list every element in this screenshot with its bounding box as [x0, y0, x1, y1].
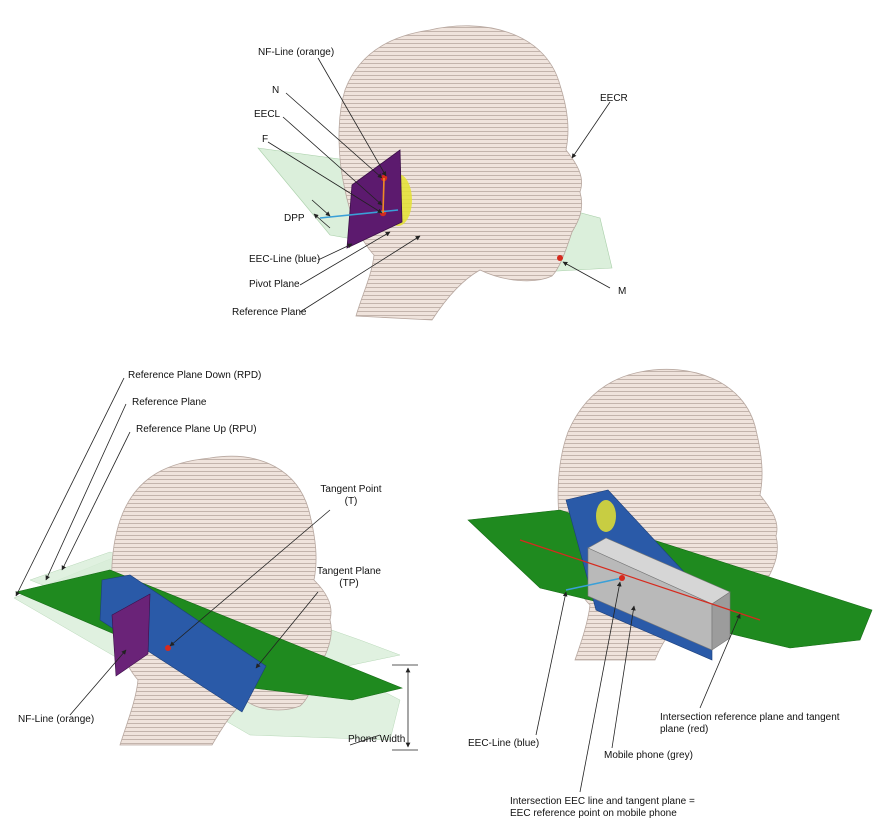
label-mobile-phone: Mobile phone (grey): [604, 750, 693, 762]
label-reference-plane-top: Reference Plane: [232, 307, 307, 319]
label-eecr: EECR: [600, 93, 628, 105]
label-eec-line-top: EEC-Line (blue): [249, 254, 320, 266]
label-dpp: DPP: [284, 213, 305, 225]
leader-eecr: [572, 102, 610, 158]
label-tangent-plane: Tangent Plane (TP): [304, 566, 394, 590]
leader-eec-line-right: [536, 592, 566, 735]
leader-nf-line-left: [70, 650, 126, 715]
right-eec-point: [619, 575, 625, 581]
label-rpu: Reference Plane Up (RPU): [136, 424, 257, 436]
label-phone-width: Phone Width: [348, 734, 405, 746]
label-reference-plane-left: Reference Plane: [132, 397, 207, 409]
top-nf-line: [383, 178, 384, 213]
top-panel: [258, 26, 612, 320]
label-nf-line-left: NF-Line (orange): [18, 714, 94, 726]
label-rpd: Reference Plane Down (RPD): [128, 370, 261, 382]
label-nf-line-top: NF-Line (orange): [258, 47, 334, 59]
label-tangent-point-abbr: (T): [306, 496, 396, 508]
label-tangent-plane-abbr: (TP): [304, 578, 394, 590]
label-eecl: EECL: [254, 109, 280, 121]
label-tangent-point-text: Tangent Point: [306, 484, 396, 496]
top-point-m: [557, 255, 563, 261]
label-m: M: [618, 286, 626, 298]
label-pivot-plane: Pivot Plane: [249, 279, 300, 291]
label-f: F: [262, 134, 268, 146]
label-intersection-ref-tangent: Intersection reference plane and tangent…: [660, 712, 860, 736]
label-tangent-point: Tangent Point (T): [306, 484, 396, 508]
label-intersection-eec-line1: Intersection EEC line and tangent plane …: [510, 796, 695, 808]
label-intersection-eec-line2: EEC reference point on mobile phone: [510, 808, 677, 820]
label-tangent-plane-text: Tangent Plane: [304, 566, 394, 578]
label-eec-line-right: EEC-Line (blue): [468, 738, 539, 750]
label-n: N: [272, 85, 279, 97]
right-ear: [596, 500, 616, 532]
